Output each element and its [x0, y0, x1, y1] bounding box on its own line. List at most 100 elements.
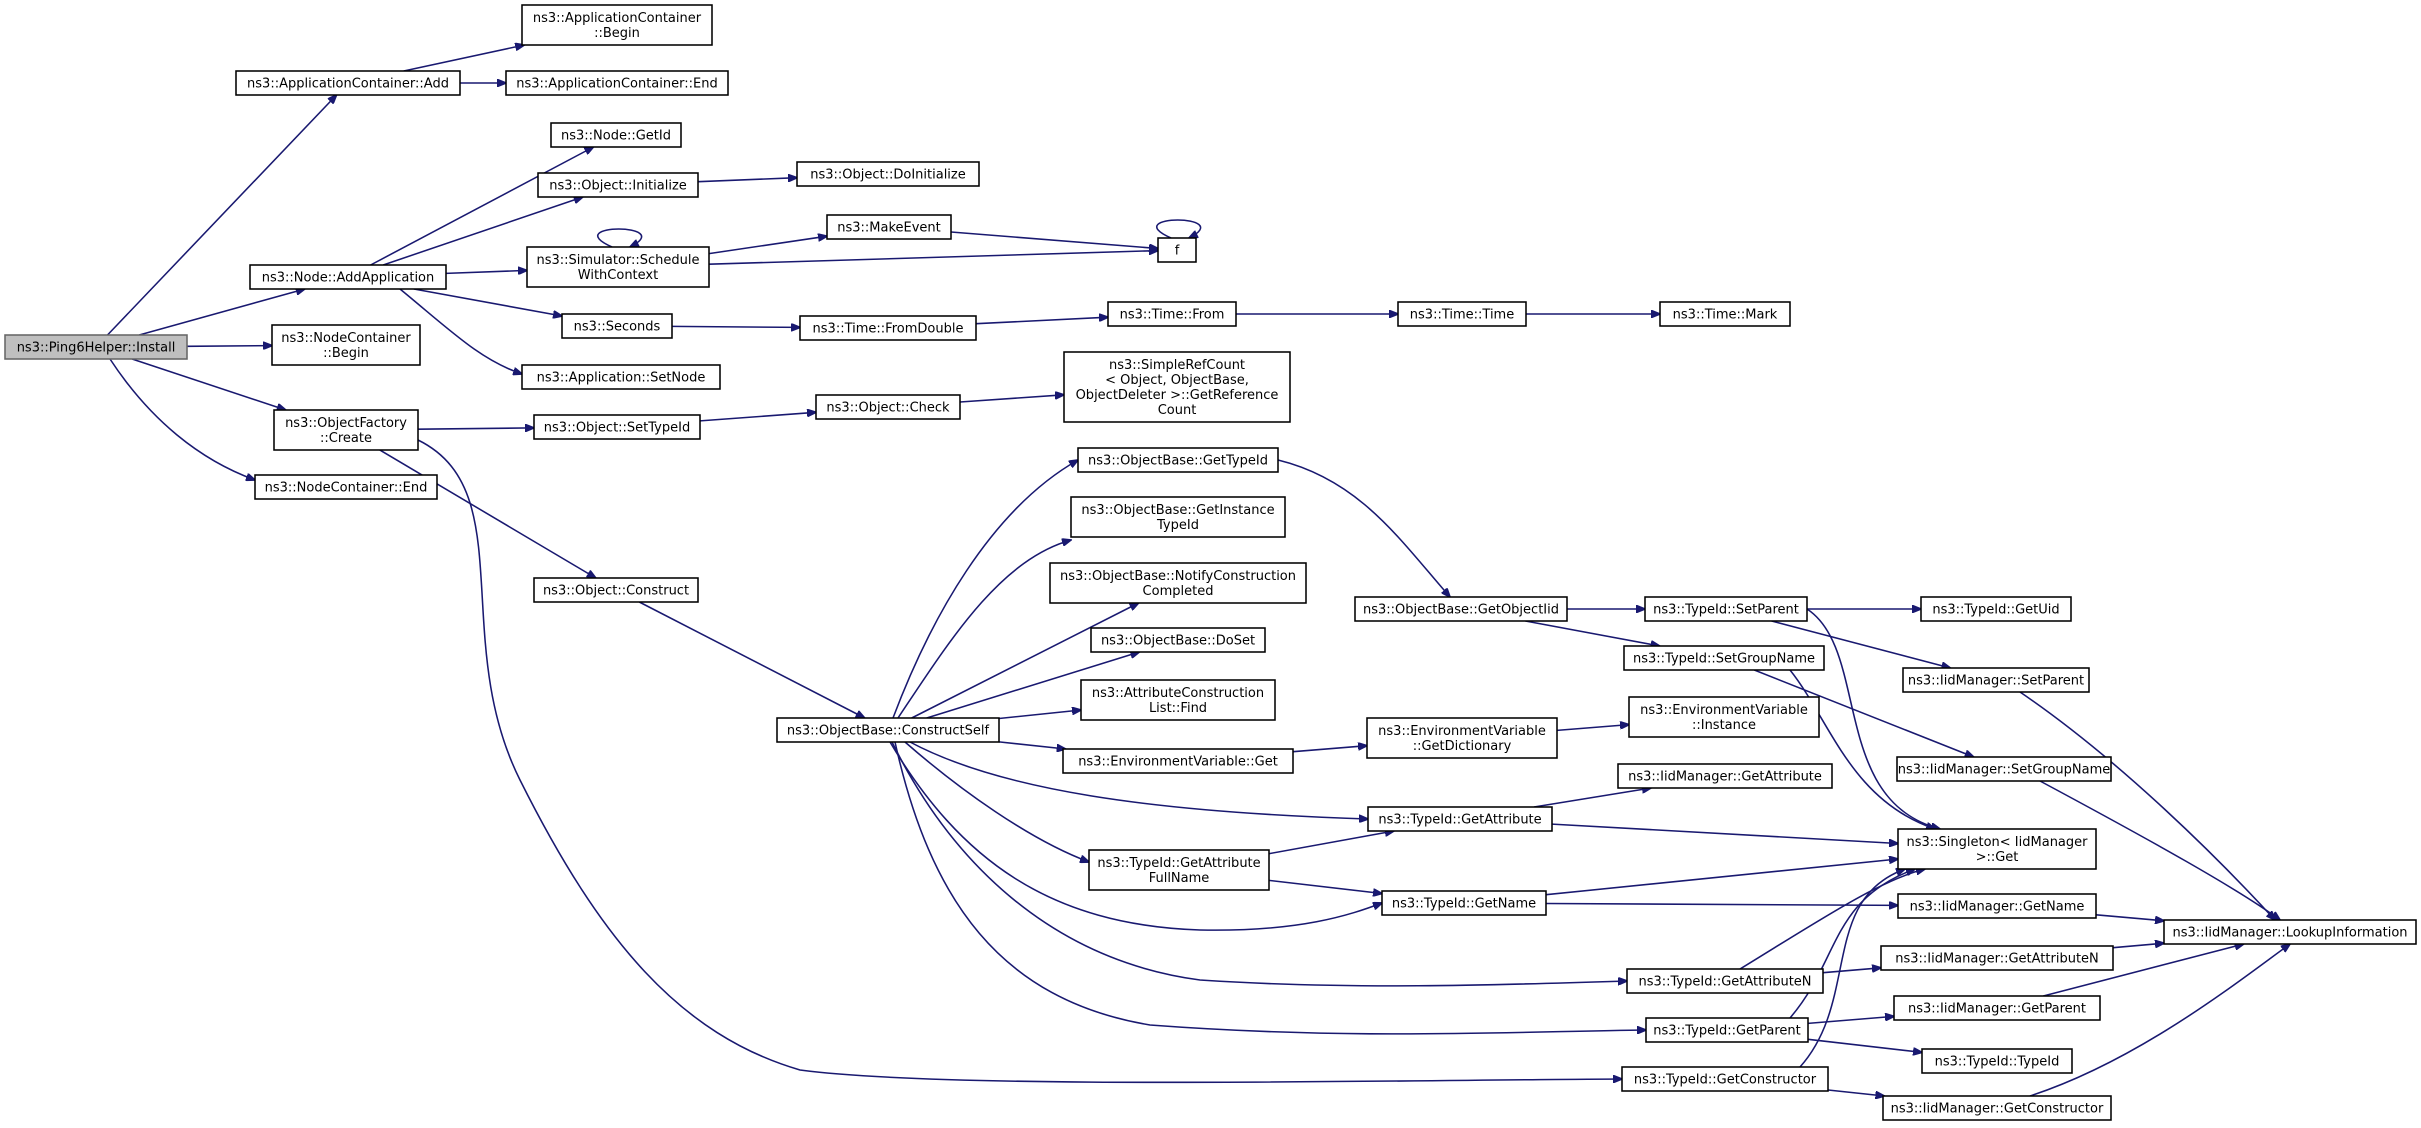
node-env-instance[interactable]: ns3::EnvironmentVariable::Instance [1628, 696, 1820, 738]
edge-objfactory-create-to-obj-construct [379, 449, 596, 578]
node-tid-typeid[interactable]: ns3::TypeId::TypeId [1921, 1048, 2073, 1074]
node-tid-setparent[interactable]: ns3::TypeId::SetParent [1644, 596, 1808, 622]
node-iid-setgroupname[interactable]: ns3::IidManager::SetGroupName [1896, 756, 2112, 782]
node-time-from[interactable]: ns3::Time::From [1107, 301, 1237, 327]
node-label: ns3::TypeId::SetParent [1653, 603, 1799, 618]
node-label: ns3::Ping6Helper::Install [17, 341, 176, 356]
node-nodecont-begin[interactable]: ns3::NodeContainer::Begin [271, 324, 421, 366]
node-singleton-get[interactable]: ns3::Singleton< IidManager>::Get [1897, 828, 2097, 870]
node-env-get[interactable]: ns3::EnvironmentVariable::Get [1062, 748, 1294, 774]
node-ob-getobjectiid[interactable]: ns3::ObjectBase::GetObjectIid [1354, 596, 1568, 622]
node-obj-doinit[interactable]: ns3::Object::DoInitialize [796, 161, 980, 187]
edge-install-to-node-addapp [138, 289, 305, 336]
node-label: ns3::Application::SetNode [537, 371, 706, 386]
node-tid-getuid[interactable]: ns3::TypeId::GetUid [1920, 596, 2072, 622]
edge-iid-getname-to-iid-lookup [2095, 914, 2164, 921]
node-ob-notify[interactable]: ns3::ObjectBase::NotifyConstructionCompl… [1049, 562, 1307, 604]
edge-tid-getparent-to-tid-typeid [1807, 1038, 1922, 1052]
node-time-fromdouble[interactable]: ns3::Time::FromDouble [799, 315, 977, 341]
node-time-mark[interactable]: ns3::Time::Mark [1659, 301, 1791, 327]
node-f[interactable]: f [1157, 237, 1197, 263]
edge-obj-settypeid-to-obj-check [699, 412, 816, 422]
node-ob-doset[interactable]: ns3::ObjectBase::DoSet [1090, 627, 1266, 653]
edge-node-addapp-to-seconds [413, 288, 562, 316]
node-label: ns3::NodeContainer [281, 331, 411, 346]
node-label: ns3::ObjectBase::DoSet [1101, 634, 1255, 649]
node-iid-getname[interactable]: ns3::IidManager::GetName [1897, 893, 2097, 919]
edge-ob-constructself-to-acl-find [998, 710, 1081, 720]
node-label: ns3::TypeId::TypeId [1935, 1055, 2060, 1070]
node-label: TypeId [1156, 518, 1199, 533]
node-ob-gettypeid[interactable]: ns3::ObjectBase::GetTypeId [1077, 447, 1279, 473]
node-label: ns3::Object::Construct [543, 584, 689, 599]
node-tid-getname[interactable]: ns3::TypeId::GetName [1381, 890, 1547, 916]
node-box [537, 172, 699, 198]
node-appcont-end[interactable]: ns3::ApplicationContainer::End [505, 70, 729, 96]
edge-obj-construct-to-ob-constructself [638, 601, 864, 718]
node-label: ns3::IidManager::SetParent [1908, 674, 2084, 689]
node-label: ns3::IidManager::GetAttributeN [1895, 952, 2099, 967]
node-objfactory-create[interactable]: ns3::ObjectFactory::Create [273, 409, 419, 451]
node-obj-init[interactable]: ns3::Object::Initialize [537, 172, 699, 198]
edge-ob-constructself-to-tid-getattributen [891, 741, 1627, 987]
node-box [815, 394, 961, 420]
node-label: ns3::Time::Mark [1673, 308, 1778, 323]
node-iid-getattributen[interactable]: ns3::IidManager::GetAttributeN [1880, 945, 2114, 971]
edges-layer [106, 45, 2291, 1096]
node-nodecont-end[interactable]: ns3::NodeContainer::End [254, 474, 438, 500]
node-tid-getconstructor[interactable]: ns3::TypeId::GetConstructor [1621, 1066, 1829, 1092]
node-box [1049, 562, 1307, 604]
node-label: Completed [1143, 584, 1214, 599]
node-obj-settypeid[interactable]: ns3::Object::SetTypeId [533, 414, 701, 440]
node-appcont-begin[interactable]: ns3::ApplicationContainer::Begin [521, 4, 713, 46]
edge-sim-sched-to-sim-sched [596, 228, 643, 247]
edge-tid-getattrfullname-to-tid-getname [1268, 879, 1382, 893]
node-label: ns3::IidManager::LookupInformation [2172, 926, 2407, 941]
node-iid-lookup[interactable]: ns3::IidManager::LookupInformation [2163, 919, 2417, 945]
edge-install-to-nodecont-begin [186, 346, 272, 347]
node-label: ns3::EnvironmentVariable [1378, 724, 1546, 739]
edge-sim-sched-to-f [708, 251, 1158, 265]
node-iid-getattribute[interactable]: ns3::IidManager::GetAttribute [1617, 763, 1833, 789]
node-ob-constructself[interactable]: ns3::ObjectBase::ConstructSelf [776, 717, 1000, 743]
node-label: WithContext [578, 268, 658, 283]
node-make-event[interactable]: ns3::MakeEvent [826, 214, 952, 240]
node-env-getdict[interactable]: ns3::EnvironmentVariable::GetDictionary [1366, 717, 1558, 759]
edge-tid-getattrfullname-to-tid-getattribute [1268, 831, 1394, 855]
node-obj-check[interactable]: ns3::Object::Check [815, 394, 961, 420]
node-tid-getattribute[interactable]: ns3::TypeId::GetAttribute [1367, 806, 1553, 832]
node-box [1921, 1048, 2073, 1074]
node-label: ns3::ObjectBase::GetObjectIid [1363, 603, 1559, 618]
node-node-addapp[interactable]: ns3::Node::AddApplication [249, 264, 447, 290]
node-app-setnode[interactable]: ns3::Application::SetNode [521, 364, 721, 390]
node-box [1897, 828, 2097, 870]
node-box [273, 409, 419, 451]
node-iid-setparent[interactable]: ns3::IidManager::SetParent [1902, 667, 2090, 693]
node-box [1367, 806, 1553, 832]
node-label: ns3::Time::Time [1410, 308, 1514, 323]
node-simplerefcount[interactable]: ns3::SimpleRefCount< Object, ObjectBase,… [1063, 351, 1291, 423]
node-box [1626, 968, 1824, 994]
node-time-time[interactable]: ns3::Time::Time [1397, 301, 1527, 327]
node-tid-setgroupname[interactable]: ns3::TypeId::SetGroupName [1623, 645, 1825, 671]
node-appcont-add[interactable]: ns3::ApplicationContainer::Add [235, 70, 461, 96]
node-node-getid[interactable]: ns3::Node::GetId [550, 122, 682, 148]
node-obj-construct[interactable]: ns3::Object::Construct [533, 577, 699, 603]
node-label: ns3::Object::SetTypeId [544, 421, 690, 436]
node-box [1902, 667, 2090, 693]
node-label: ns3::TypeId::SetGroupName [1633, 652, 1815, 667]
edge-appcont-add-to-appcont-begin [403, 45, 525, 72]
node-tid-getparent[interactable]: ns3::TypeId::GetParent [1645, 1017, 1809, 1043]
node-iid-getparent[interactable]: ns3::IidManager::GetParent [1893, 995, 2101, 1021]
node-iid-getconstructor[interactable]: ns3::IidManager::GetConstructor [1882, 1095, 2112, 1121]
edge-iid-setparent-to-iid-lookup [2019, 691, 2275, 920]
edge-f-to-f [1155, 219, 1202, 238]
node-box [521, 4, 713, 46]
node-install[interactable]: ns3::Ping6Helper::Install [4, 334, 188, 360]
node-tid-getattributen[interactable]: ns3::TypeId::GetAttributeN [1626, 968, 1824, 994]
node-seconds[interactable]: ns3::Seconds [561, 313, 673, 339]
